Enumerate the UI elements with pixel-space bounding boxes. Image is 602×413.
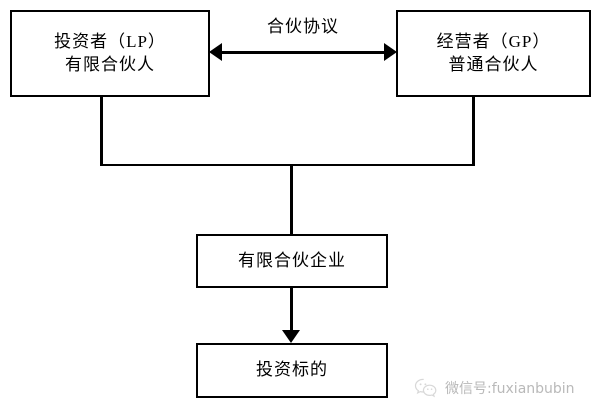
- connector-bracket-horizontal: [100, 163, 475, 166]
- arrowhead-down-icon: [282, 330, 300, 343]
- edge-partnership-agreement-shaft: [218, 51, 388, 54]
- watermark: 微信号:fuxianbubin: [414, 377, 575, 399]
- node-investment-target: 投资标的: [196, 343, 388, 398]
- watermark-text: 微信号:fuxianbubin: [445, 381, 575, 397]
- connector-partnership-to-target-shaft: [290, 288, 293, 333]
- node-investor-lp-line1: 投资者（LP）: [54, 31, 166, 51]
- node-investor-lp-line2: 有限合伙人: [65, 54, 155, 74]
- node-investor-lp: 投资者（LP） 有限合伙人: [10, 10, 210, 97]
- wechat-icon: [414, 377, 438, 399]
- arrowhead-left-icon: [209, 43, 222, 61]
- connector-lp-drop: [100, 97, 103, 166]
- connector-bracket-stem: [290, 163, 293, 236]
- node-limited-partnership: 有限合伙企业: [196, 234, 388, 288]
- node-operator-gp: 经营者（GP） 普通合伙人: [396, 10, 591, 97]
- node-operator-gp-line1: 经营者（GP）: [436, 31, 551, 51]
- node-investment-target-label: 投资标的: [256, 360, 328, 380]
- node-operator-gp-line2: 普通合伙人: [448, 54, 539, 74]
- edge-label-partnership-agreement: 合伙协议: [267, 17, 339, 36]
- node-limited-partnership-label: 有限合伙企业: [238, 250, 346, 270]
- connector-gp-drop: [472, 97, 475, 166]
- arrowhead-right-icon: [384, 43, 397, 61]
